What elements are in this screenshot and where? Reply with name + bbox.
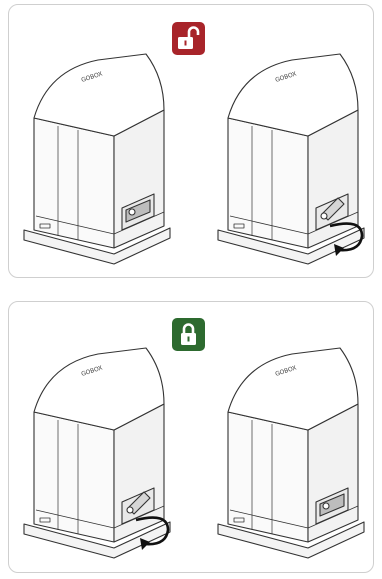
gate-motor-unit: GOBOX	[212, 342, 372, 562]
key-hole	[321, 213, 327, 219]
motor-body-front	[228, 118, 308, 248]
gate-motor-unit: GOBOX	[212, 48, 372, 268]
motor-body-front	[34, 118, 114, 248]
motor-body-front	[228, 412, 308, 542]
gate-motor-unit: GOBOX	[18, 48, 178, 268]
key-hole	[129, 209, 135, 215]
gate-motor-unit: GOBOX	[18, 342, 178, 562]
motor-body-front	[34, 412, 114, 542]
key-hole	[127, 507, 133, 513]
key-hole	[323, 503, 329, 509]
